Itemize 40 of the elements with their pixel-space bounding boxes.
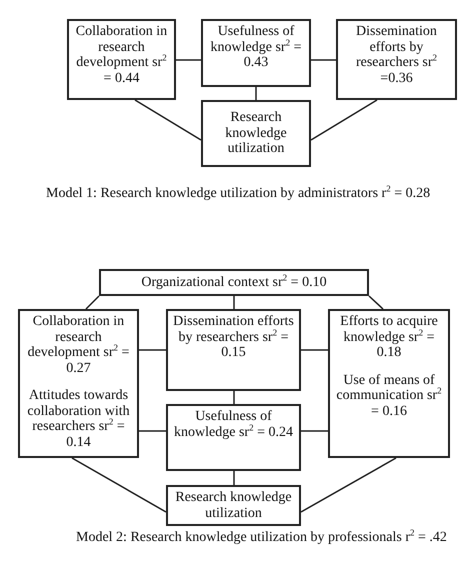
connector-line — [310, 99, 378, 141]
node-text: Efforts to acquire knowledge sr$^{2}$ = 0.18 — [339, 314, 439, 360]
node-text: Dissemination efforts by researchers sr$^{2}$ =0.36 — [354, 24, 438, 86]
node-text: Use of means of communication sr$^{2}$ = 0.16 — [335, 372, 443, 419]
model-caption: Model 1: Research knowledge utilization by administrators r$^{2}$ = 0.28 — [46, 186, 430, 202]
connector-line — [72, 457, 166, 513]
node-text: Collaboration in research development sr$^{2}$ = 0.27 — [26, 314, 130, 376]
connector-line — [300, 457, 396, 513]
connector-line — [255, 87, 257, 100]
connector-line — [233, 471, 235, 485]
factor-box — [67, 19, 176, 100]
connector-line — [233, 296, 235, 309]
node-text: Organizational context sr$^{2}$ = 0.10 — [141, 274, 327, 290]
connector-line — [301, 349, 328, 351]
connector-line — [301, 430, 328, 432]
connector-line — [139, 430, 166, 432]
factor-box — [201, 19, 311, 87]
connector-line — [311, 59, 336, 61]
connector-line — [139, 349, 166, 351]
connector-line — [233, 391, 235, 404]
factor-box — [166, 485, 301, 526]
connector-line — [85, 295, 100, 310]
connector-line — [176, 59, 201, 61]
model-caption: Model 2: Research knowledge utilization by professionals r$^{2}$ = .42 — [76, 530, 447, 546]
factor-box — [201, 100, 311, 167]
node-text: Usefulness of knowledge sr$^{2}$ = 0.24 — [173, 409, 294, 440]
factor-box — [166, 404, 301, 471]
factor-box — [166, 309, 301, 391]
factor-box — [18, 309, 139, 458]
connector-line — [368, 295, 384, 310]
node-text: Dissemination efforts by researchers sr$^{2}$ = 0.15 — [172, 314, 295, 360]
connector-line — [134, 99, 202, 141]
node-text: Attitudes towards collaboration with researchers sr$^{2}$ = 0.14 — [26, 388, 131, 450]
factor-box — [99, 269, 369, 296]
node-text: Research knowledge utilization — [224, 110, 288, 157]
factor-box — [328, 309, 450, 458]
node-text: Collaboration in research development sr$^{2}$ = 0.44 — [74, 24, 168, 86]
node-text: Research knowledge utilization — [174, 490, 293, 521]
factor-box — [336, 19, 457, 100]
node-text: Usefulness of knowledge sr$^{2}$ = 0.43 — [210, 24, 302, 70]
